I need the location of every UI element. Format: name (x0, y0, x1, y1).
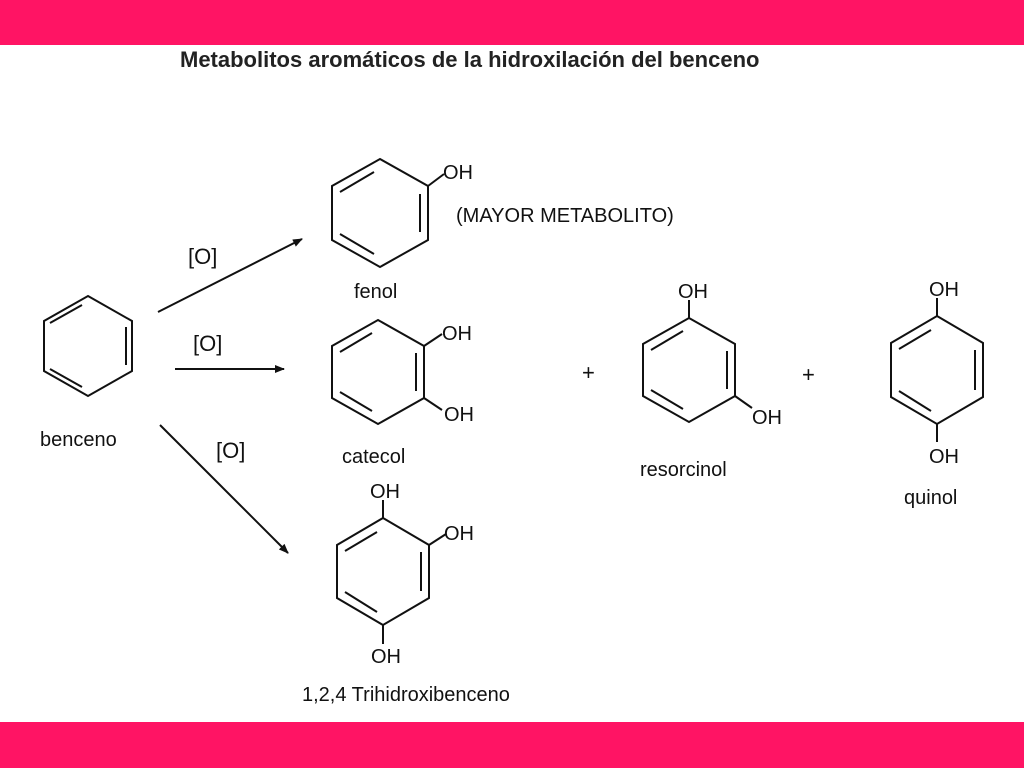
slide-title: Metabolitos aromáticos de la hidroxilaci… (180, 47, 760, 72)
fenol-oh-label: OH (443, 162, 473, 184)
resorcinol-label: resorcinol (640, 459, 727, 481)
resorcinol-molecule (642, 300, 753, 424)
arrow-to-trihidroxibenceno (159, 424, 289, 554)
quinol-oh-label-2: OH (929, 446, 959, 468)
benceno-molecule (43, 294, 133, 398)
reagent-label-catecol: [O] (193, 331, 222, 356)
top-accent-band (0, 0, 1024, 45)
trihidroxibenceno-molecule (336, 500, 447, 644)
catecol-label: catecol (342, 446, 405, 468)
catecol-oh-label-2: OH (444, 404, 474, 426)
fenol-molecule (331, 157, 445, 269)
quinol-oh-label-1: OH (929, 279, 959, 301)
reagent-label-trihidroxibenceno: [O] (216, 438, 245, 463)
quinol-molecule (890, 298, 984, 442)
quinol-label: quinol (904, 487, 957, 509)
fenol-note: (MAYOR METABOLITO) (456, 205, 674, 227)
trihidroxibenceno-oh-label-2: OH (444, 523, 474, 545)
benceno-label: benceno (40, 429, 117, 451)
bottom-accent-band (0, 722, 1024, 768)
plus-sign-1: + (582, 360, 595, 385)
trihidroxibenceno-oh-label-3: OH (371, 646, 401, 668)
reagent-label-fenol: [O] (188, 244, 217, 269)
resorcinol-oh-label-2: OH (752, 407, 782, 429)
catecol-molecule (331, 318, 443, 426)
trihidroxibenceno-label: 1,2,4 Trihidroxibenceno (302, 684, 510, 706)
trihidroxibenceno-oh-label-1: OH (370, 481, 400, 503)
plus-sign-2: + (802, 362, 815, 387)
arrow-to-fenol (157, 238, 303, 313)
fenol-label: fenol (354, 281, 397, 303)
resorcinol-oh-label-1: OH (678, 281, 708, 303)
catecol-oh-label-1: OH (442, 323, 472, 345)
